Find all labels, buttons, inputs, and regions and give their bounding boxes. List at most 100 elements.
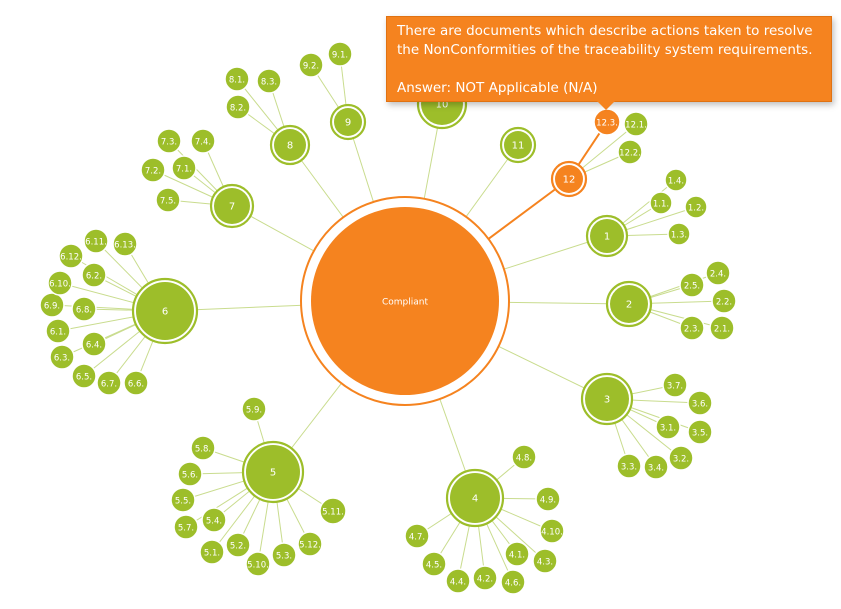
- node-label: 2.2.: [716, 298, 732, 308]
- leaf-node-3-4[interactable]: 3.4.: [643, 454, 669, 480]
- group-node-7[interactable]: 7: [209, 183, 255, 229]
- node-label: 5.7.: [178, 524, 194, 534]
- node-circle: [199, 539, 225, 565]
- leaf-node-3-6[interactable]: 3.6.: [687, 390, 713, 416]
- leaf-node-5-6[interactable]: 5.6.: [177, 461, 203, 487]
- group-node-1[interactable]: 1: [585, 214, 629, 258]
- group-node-12[interactable]: 12: [550, 160, 588, 198]
- leaf-node-1-1[interactable]: 1.1.: [649, 191, 673, 215]
- leaf-node-3-2[interactable]: 3.2.: [668, 445, 694, 471]
- group-node-5[interactable]: 5: [241, 440, 305, 504]
- leaf-node-6-9[interactable]: 6.9.: [39, 292, 65, 318]
- leaf-node-3-5[interactable]: 3.5.: [687, 419, 713, 445]
- group-node-2[interactable]: 2: [605, 280, 653, 328]
- node-label: 3: [604, 395, 610, 406]
- leaf-node-5-1[interactable]: 5.1.: [199, 539, 225, 565]
- leaf-node-6-12[interactable]: 6.12.: [58, 243, 84, 269]
- node-circle: [136, 282, 194, 340]
- leaf-node-8-2[interactable]: 8.2.: [225, 94, 251, 120]
- node-label: 6.7.: [101, 380, 117, 390]
- leaf-node-4-1[interactable]: 4.1.: [504, 541, 530, 567]
- group-node-4[interactable]: 4: [445, 468, 505, 528]
- leaf-node-6-13[interactable]: 6.13.: [112, 231, 138, 257]
- leaf-node-6-8[interactable]: 6.8.: [71, 296, 97, 322]
- root-node[interactable]: Compliant: [300, 196, 510, 406]
- group-node-6[interactable]: 6: [131, 277, 199, 345]
- leaf-node-1-2[interactable]: 1.2.: [684, 195, 708, 219]
- leaf-node-7-3[interactable]: 7.3.: [156, 128, 182, 154]
- leaf-node-4-2[interactable]: 4.2.: [472, 565, 498, 591]
- leaf-node-5-11[interactable]: 5.11.: [319, 497, 347, 525]
- leaf-node-12-1[interactable]: 12.1.: [623, 111, 649, 137]
- leaf-node-2-4[interactable]: 2.4.: [705, 260, 731, 286]
- leaf-node-5-2[interactable]: 5.2.: [225, 532, 251, 558]
- node-circle: [504, 131, 532, 159]
- node-circle: [274, 129, 306, 161]
- node-circle: [679, 272, 705, 298]
- leaf-node-5-10[interactable]: 5.10.: [245, 551, 271, 577]
- node-circle: [643, 454, 669, 480]
- leaf-node-9-1[interactable]: 9.1.: [327, 41, 353, 67]
- leaf-node-6-2[interactable]: 6.2.: [81, 262, 107, 288]
- leaf-node-5-3[interactable]: 5.3.: [271, 542, 297, 568]
- node-circle: [450, 473, 500, 523]
- leaf-node-4-3[interactable]: 4.3.: [532, 548, 558, 574]
- leaf-node-8-3[interactable]: 8.3.: [256, 68, 282, 94]
- leaf-node-9-2[interactable]: 9.2.: [298, 52, 324, 78]
- leaf-node-5-12[interactable]: 5.12.: [297, 531, 323, 557]
- leaf-node-4-5[interactable]: 4.5.: [421, 551, 447, 577]
- leaf-node-6-5[interactable]: 6.5.: [71, 363, 97, 389]
- leaf-node-3-1[interactable]: 3.1.: [655, 414, 681, 440]
- leaf-node-4-6[interactable]: 4.6.: [500, 569, 526, 595]
- group-node-9[interactable]: 9: [329, 103, 367, 141]
- leaf-node-12-3[interactable]: 12.3.: [593, 108, 621, 136]
- leaf-node-7-1[interactable]: 7.1.: [171, 155, 197, 181]
- leaf-node-4-4[interactable]: 4.4.: [445, 568, 471, 594]
- node-circle: [170, 487, 196, 513]
- leaf-node-2-3[interactable]: 2.3.: [679, 315, 705, 341]
- group-node-8[interactable]: 8: [269, 124, 311, 166]
- leaf-node-4-10[interactable]: 4.10.: [539, 518, 565, 544]
- tooltip-answer: Answer: NOT Applicable (N/A): [397, 80, 598, 96]
- node-label: 2.3.: [684, 325, 700, 335]
- leaf-node-4-8[interactable]: 4.8.: [511, 444, 537, 470]
- leaf-node-8-1[interactable]: 8.1.: [224, 66, 250, 92]
- group-node-3[interactable]: 3: [580, 372, 634, 426]
- leaf-node-5-8[interactable]: 5.8.: [190, 435, 216, 461]
- leaf-node-6-11[interactable]: 6.11.: [83, 228, 109, 254]
- leaf-node-2-5[interactable]: 2.5.: [679, 272, 705, 298]
- leaf-node-5-5[interactable]: 5.5.: [170, 487, 196, 513]
- leaf-node-2-1[interactable]: 2.1.: [709, 315, 735, 341]
- leaf-node-6-1[interactable]: 6.1.: [45, 318, 71, 344]
- leaf-node-6-10[interactable]: 6.10.: [47, 270, 73, 296]
- leaf-node-6-7[interactable]: 6.7.: [96, 370, 122, 396]
- leaf-node-4-9[interactable]: 4.9.: [535, 486, 561, 512]
- node-circle: [445, 568, 471, 594]
- leaf-node-5-9[interactable]: 5.9.: [241, 396, 267, 422]
- leaf-node-12-2[interactable]: 12.2.: [617, 139, 643, 165]
- leaf-node-1-3[interactable]: 1.3.: [667, 222, 691, 246]
- leaf-node-7-5[interactable]: 7.5.: [155, 187, 181, 213]
- leaf-node-1-4[interactable]: 1.4.: [664, 168, 688, 192]
- node-label: 8.1.: [229, 76, 245, 86]
- node-circle: [319, 497, 347, 525]
- node-label: 6: [162, 307, 168, 318]
- leaf-node-6-3[interactable]: 6.3.: [49, 344, 75, 370]
- node-circle: [711, 288, 737, 314]
- leaf-node-6-4[interactable]: 6.4.: [81, 331, 107, 357]
- leaf-node-3-7[interactable]: 3.7.: [662, 372, 688, 398]
- group-node-11[interactable]: 11: [499, 126, 537, 164]
- leaf-node-6-6[interactable]: 6.6.: [123, 370, 149, 396]
- node-label: 10: [436, 100, 449, 111]
- leaf-node-3-3[interactable]: 3.3.: [616, 453, 642, 479]
- leaf-node-5-4[interactable]: 5.4.: [201, 507, 227, 533]
- leaf-node-4-7[interactable]: 4.7.: [404, 523, 430, 549]
- leaf-node-5-7[interactable]: 5.7.: [173, 514, 199, 540]
- node-circle: [173, 514, 199, 540]
- leaf-node-2-2[interactable]: 2.2.: [711, 288, 737, 314]
- node-label: 6.5.: [76, 373, 92, 383]
- node-circle: [47, 270, 73, 296]
- node-circle: [123, 370, 149, 396]
- leaf-node-7-4[interactable]: 7.4.: [190, 128, 216, 154]
- leaf-node-7-2[interactable]: 7.2.: [140, 157, 166, 183]
